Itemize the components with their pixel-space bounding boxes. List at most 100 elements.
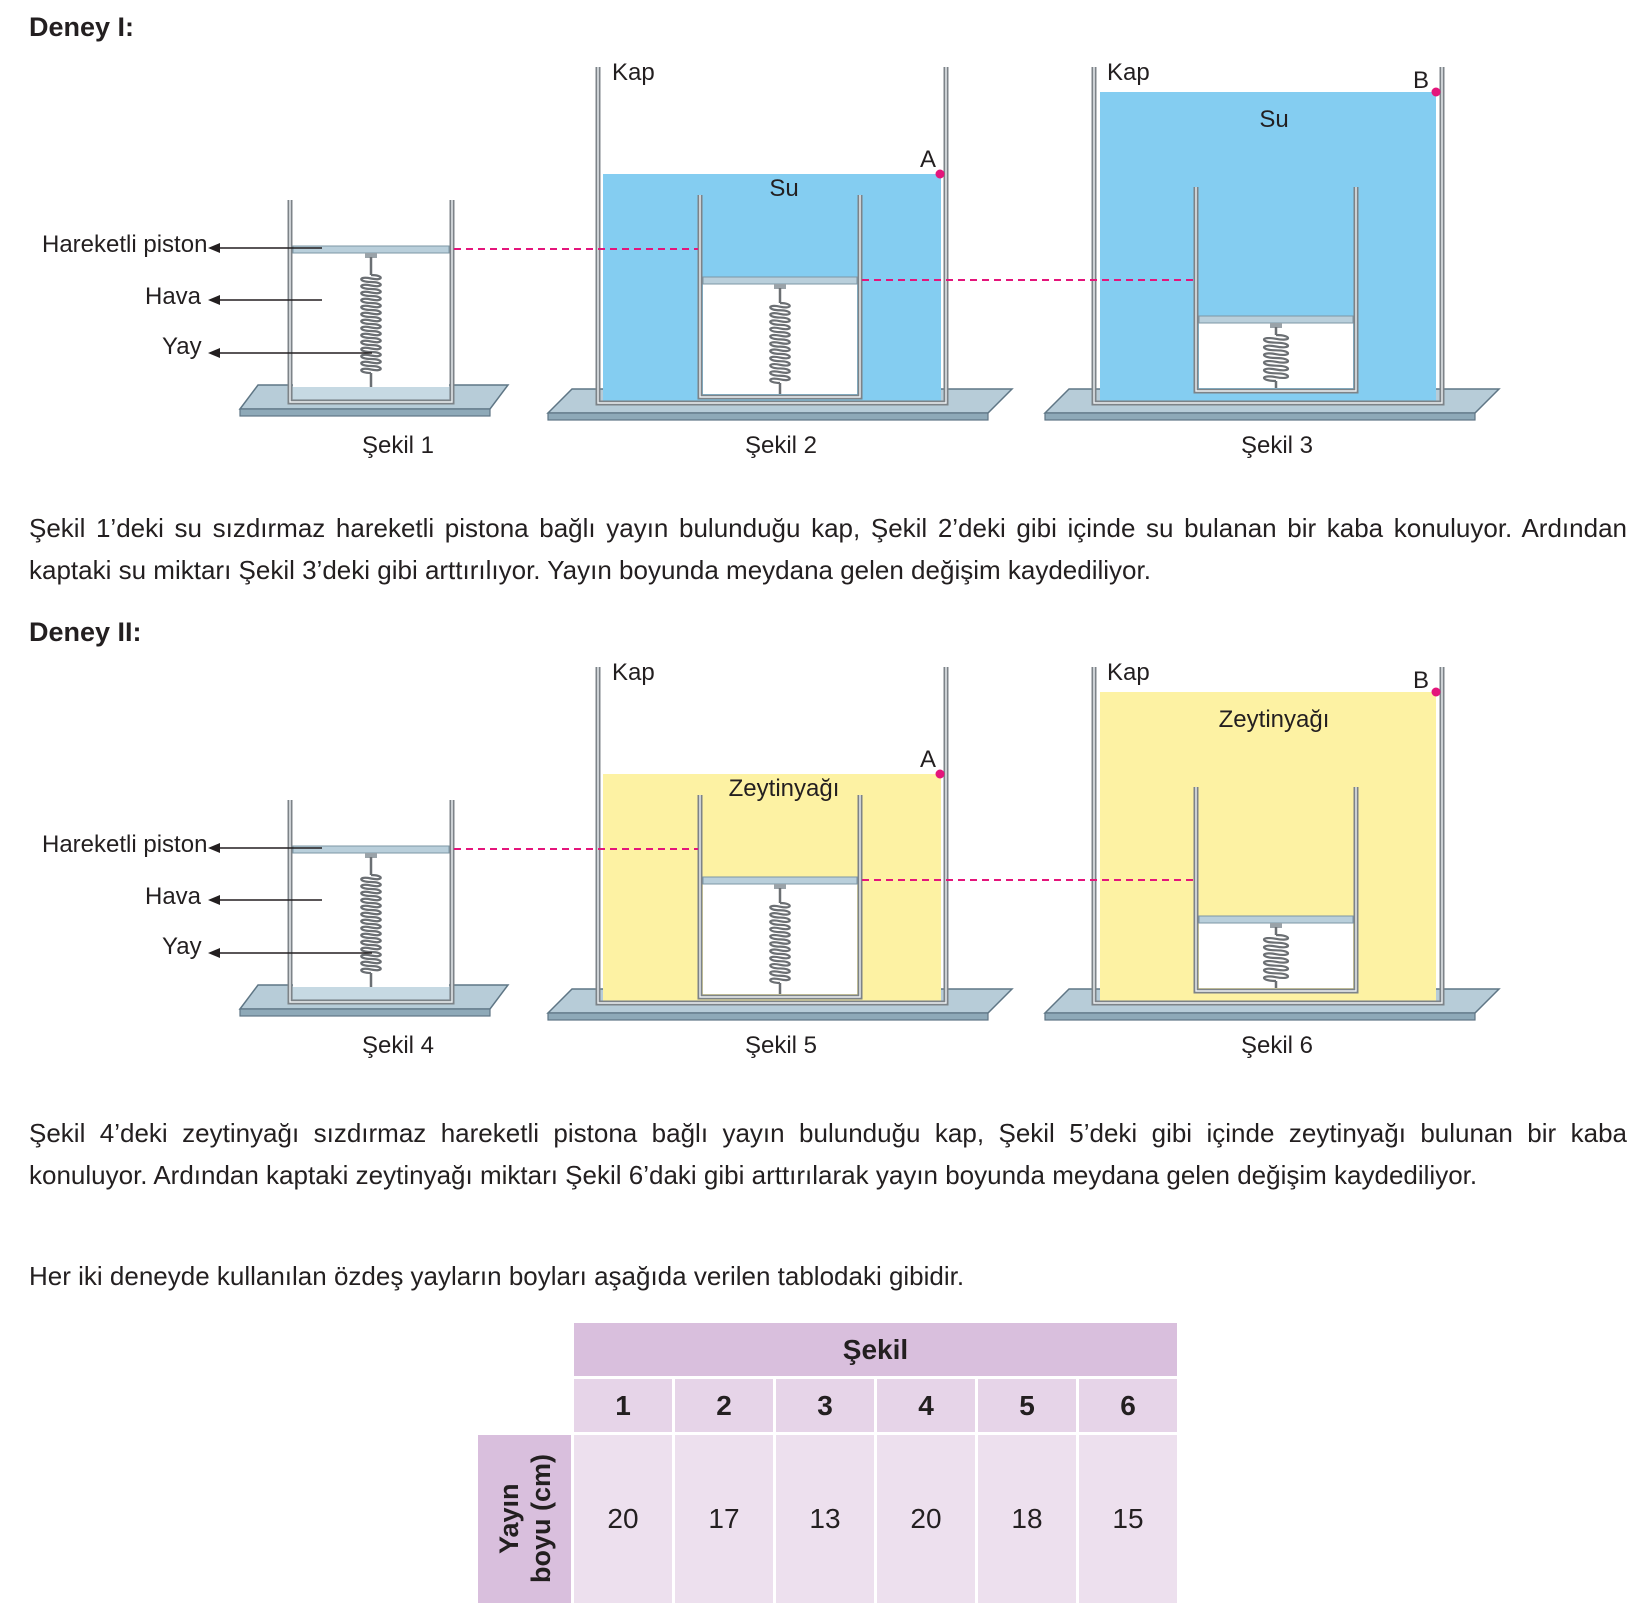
spring-length-value: 13 <box>776 1435 874 1603</box>
row-label-line1: Yayın <box>493 1483 524 1555</box>
spring-length-value: 15 <box>1079 1435 1177 1603</box>
label-movable-piston: Hareketli piston <box>42 231 207 258</box>
point-marker <box>1431 687 1441 697</box>
label-movable-piston: Hareketli piston <box>42 831 207 858</box>
movable-piston <box>292 845 450 854</box>
column-number: 5 <box>978 1379 1076 1432</box>
point-marker <box>1431 87 1441 97</box>
figure-caption: Şekil 1 <box>362 432 434 459</box>
arrow-head <box>208 295 220 305</box>
outer-container-highlight <box>1093 667 1443 1004</box>
platform-edge <box>1044 1012 1476 1021</box>
outer-container-highlight <box>597 67 947 404</box>
spring-cap <box>774 884 786 889</box>
label-container: Kap <box>612 659 655 686</box>
spring-coil <box>769 301 791 385</box>
figure-caption: Şekil 5 <box>745 1032 817 1059</box>
arrow-head <box>208 948 220 958</box>
vessel-floor <box>293 387 449 399</box>
inner-vessel-wall-highlight <box>699 195 861 398</box>
column-number: 1 <box>574 1379 672 1432</box>
label-liquid: Zeytinyağı <box>1219 706 1330 733</box>
inner-vessel-wall-highlight <box>1195 187 1357 392</box>
label-liquid: Su <box>769 175 798 202</box>
experiment1-description: Şekil 1’deki su sızdırmaz hareketli pist… <box>29 513 1627 585</box>
spring-cap <box>774 284 786 289</box>
inner-vessel-wall-highlight <box>289 200 453 403</box>
movable-piston <box>1198 915 1354 924</box>
spring-coil <box>1262 933 1290 983</box>
label-spring: Yay <box>162 933 202 960</box>
spring-length-value: 20 <box>574 1435 672 1603</box>
outer-container-highlight <box>1093 67 1443 404</box>
table-header: Şekil <box>574 1323 1177 1376</box>
label-spring: Yay <box>162 333 202 360</box>
platform-edge <box>1044 412 1476 421</box>
spring-length-value: 20 <box>877 1435 975 1603</box>
spring-coil <box>1262 333 1290 383</box>
label-point: B <box>1413 667 1429 694</box>
label-air: Hava <box>145 283 202 310</box>
arrow-head <box>208 843 220 853</box>
spring-length-value: 17 <box>675 1435 773 1603</box>
column-number: 3 <box>776 1379 874 1432</box>
spring-length-table: Şekil 1 2 3 4 5 6 Yayın boyu (cm) 20 17 … <box>475 1320 1180 1606</box>
arrow-head <box>208 348 220 358</box>
point-marker <box>935 169 945 179</box>
figure-caption: Şekil 3 <box>1241 432 1313 459</box>
platform-edge <box>239 408 491 417</box>
label-container: Kap <box>1107 59 1150 86</box>
label-liquid: Zeytinyağı <box>729 775 840 802</box>
outer-container-highlight <box>597 667 947 1004</box>
spring-coil <box>360 273 382 375</box>
movable-piston <box>702 276 858 285</box>
vessel-floor <box>293 987 449 999</box>
platform-edge <box>547 412 989 421</box>
point-marker <box>935 769 945 779</box>
spring-cap <box>1270 323 1282 328</box>
figure-caption: Şekil 6 <box>1241 1032 1313 1059</box>
arrow-head <box>208 243 220 253</box>
column-number: 4 <box>877 1379 975 1432</box>
spring-coil <box>769 901 791 985</box>
column-number: 6 <box>1079 1379 1177 1432</box>
spring-length-value: 18 <box>978 1435 1076 1603</box>
inner-vessel-wall-highlight <box>699 795 861 998</box>
label-air: Hava <box>145 883 202 910</box>
row-label: Yayın boyu (cm) <box>478 1435 571 1603</box>
platform-edge <box>239 1008 491 1017</box>
figure-caption: Şekil 4 <box>362 1032 434 1059</box>
label-container: Kap <box>1107 659 1150 686</box>
spring-cap <box>365 253 377 258</box>
experiment2-description: Şekil 4’deki zeytinyağı sızdırmaz hareke… <box>29 1118 1627 1190</box>
experiment2-title: Deney II: <box>29 617 142 647</box>
label-point: B <box>1413 67 1429 94</box>
spring-coil <box>360 873 382 975</box>
movable-piston <box>292 245 450 254</box>
movable-piston <box>1198 315 1354 324</box>
label-liquid: Su <box>1259 106 1288 133</box>
label-point: A <box>920 746 936 773</box>
inner-vessel-wall-highlight <box>289 800 453 1003</box>
label-container: Kap <box>612 59 655 86</box>
movable-piston <box>702 876 858 885</box>
row-label-line2: boyu (cm) <box>525 1454 556 1584</box>
spring-cap <box>1270 923 1282 928</box>
experiment1-title: Deney I: <box>29 12 135 42</box>
inner-vessel-wall-highlight <box>1195 787 1357 992</box>
table-intro: Her iki deneyde kullanılan özdeş yayları… <box>29 1261 965 1291</box>
platform-edge <box>547 1012 989 1021</box>
column-number: 2 <box>675 1379 773 1432</box>
spring-cap <box>365 853 377 858</box>
arrow-head <box>208 895 220 905</box>
label-point: A <box>920 146 936 173</box>
figure-caption: Şekil 2 <box>745 432 817 459</box>
